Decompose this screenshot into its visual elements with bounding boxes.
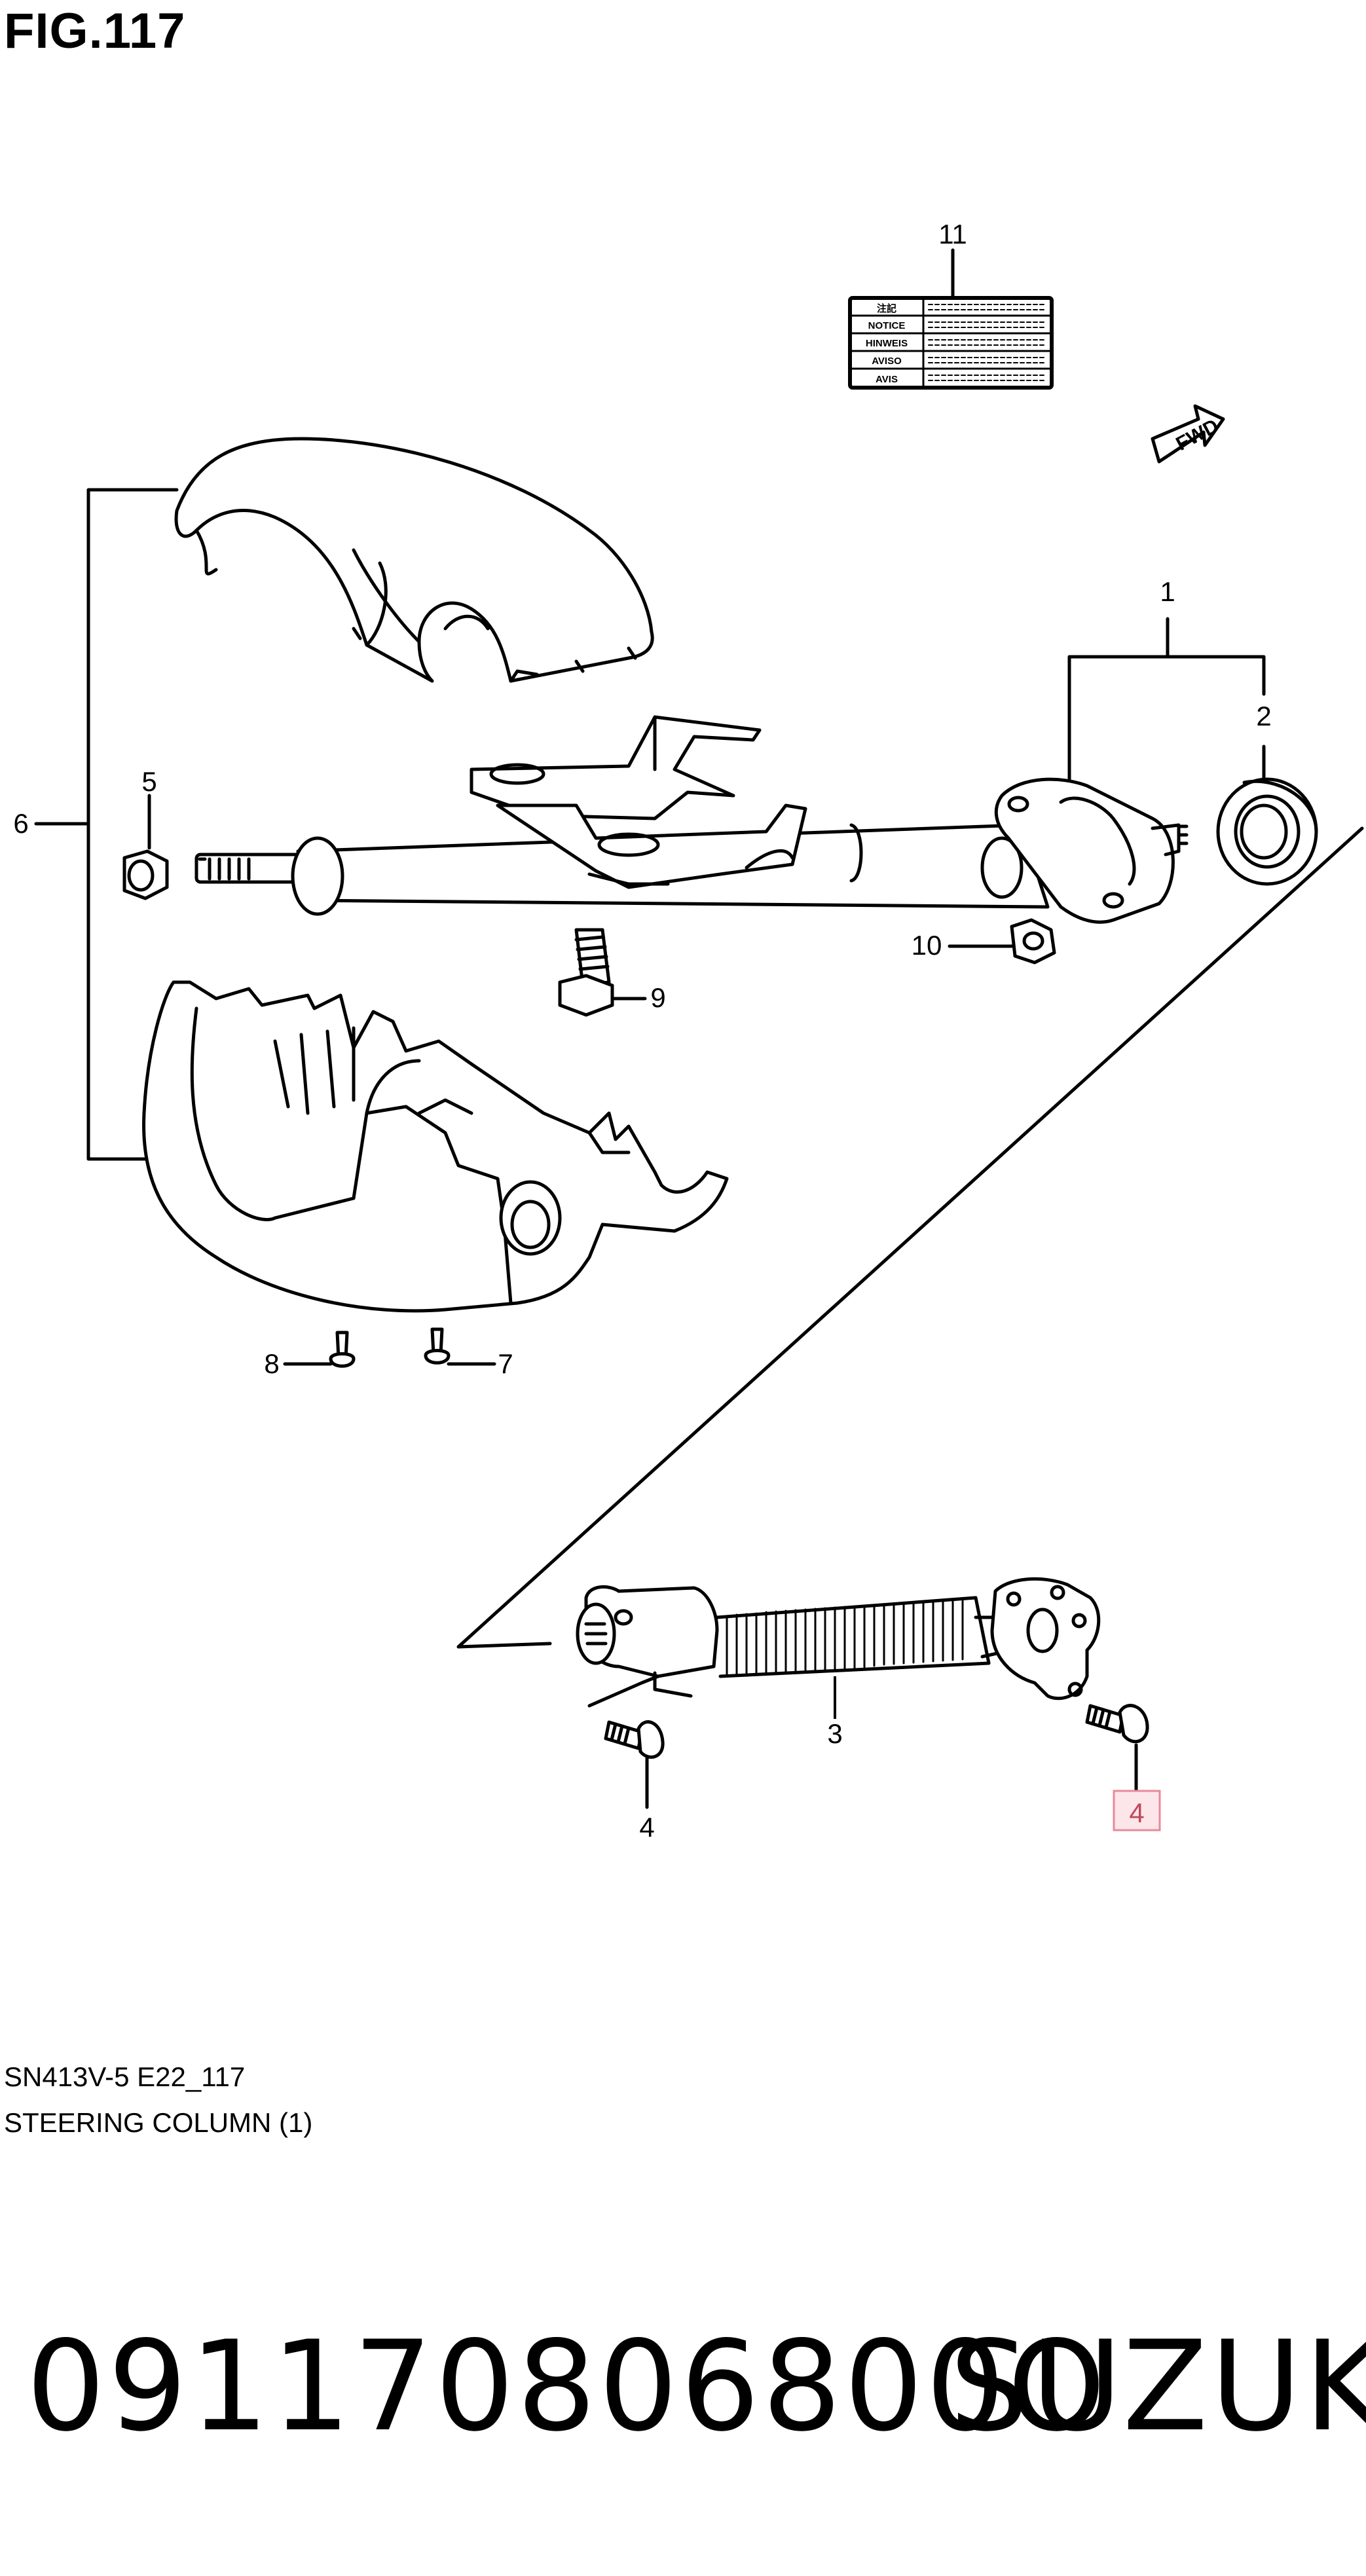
- callout-9: 9: [650, 982, 665, 1013]
- label-plate-row-2: NOTICE: [868, 320, 906, 331]
- label-plate-row-3: HINWEIS: [866, 338, 908, 349]
- callout-5: 5: [141, 766, 157, 797]
- label-plate-row-1: 注記: [877, 303, 896, 314]
- callout-numbers: 11 1 2 6 5 10 9 8 7 3 4 4: [13, 219, 1271, 1843]
- fwd-direction-arrow: [1151, 404, 1225, 464]
- bracket-6: [34, 488, 179, 1161]
- label-plate-row-4: AVISO: [872, 356, 902, 367]
- bolt-9: [558, 928, 647, 1017]
- highlight-box: [1113, 1790, 1161, 1831]
- callout-1: 1: [1160, 576, 1175, 607]
- column-bearing-seal: [1216, 777, 1318, 886]
- figure-title: FIG.117: [4, 3, 186, 59]
- bolt-4-left: [604, 1720, 665, 1809]
- callout-4-left: 4: [639, 1812, 654, 1843]
- caution-label-plate: [848, 248, 1054, 390]
- figure-code: SN413V-5 E22_117: [4, 2061, 246, 2092]
- bracket-1: [1067, 617, 1266, 784]
- callout-6: 6: [13, 808, 28, 839]
- callout-2: 2: [1256, 701, 1271, 731]
- callout-11: 11: [938, 219, 967, 249]
- assembly-guide-line: [456, 826, 1364, 1649]
- exploded-parts-diagram: 注記 NOTICE HINWEIS AVISO AVIS FWD 11 1 2 …: [13, 219, 1364, 1843]
- callout-10: 10: [912, 930, 942, 961]
- callout-4-right: 4: [1129, 1797, 1144, 1828]
- screw-7: [424, 1327, 496, 1366]
- brand-name: SUZUKI: [950, 2314, 1366, 2459]
- screw-8: [283, 1331, 356, 1368]
- intermediate-shaft: [576, 1577, 1101, 1708]
- upper-column-cover: [174, 437, 654, 683]
- bolt-4-right: [1085, 1704, 1149, 1793]
- lower-column-cover: [142, 980, 729, 1313]
- callout-7: 7: [498, 1348, 513, 1379]
- nut-5: [122, 794, 169, 900]
- label-plate-text: 注記 NOTICE HINWEIS AVISO AVIS: [866, 303, 908, 385]
- nut-10: [948, 918, 1056, 965]
- steering-column-shaft: [194, 715, 1189, 924]
- label-plate-row-5: AVIS: [876, 374, 898, 385]
- part-number: 091170806800O: [26, 2314, 1109, 2459]
- figure-name: STEERING COLUMN (1): [4, 2107, 313, 2138]
- callout-8: 8: [264, 1348, 279, 1379]
- callout-3: 3: [827, 1718, 842, 1749]
